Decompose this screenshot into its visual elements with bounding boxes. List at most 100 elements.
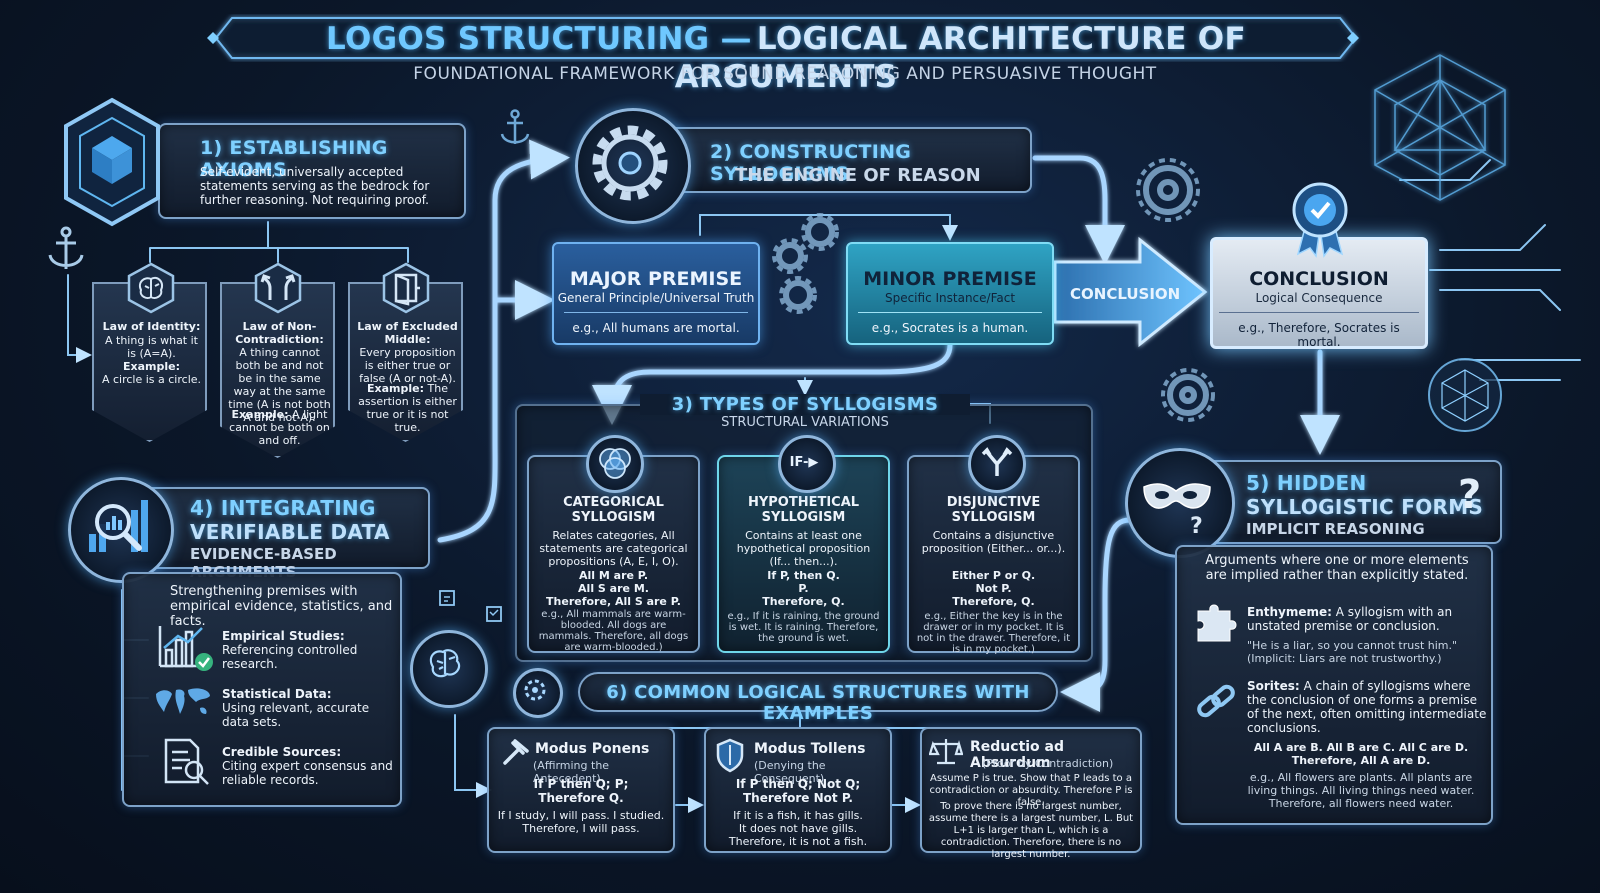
syllogisms-panel: 2) CONSTRUCTING SYLLOGISMS THE ENGINE OF… — [640, 127, 1032, 193]
data-title-1: 4) INTEGRATING — [190, 496, 376, 520]
law-identity-example-label: Example: — [123, 360, 180, 373]
hypothetical-desc: Contains at least one hypothetical propo… — [736, 529, 871, 568]
types-subtitle: STRUCTURAL VARIATIONS — [721, 415, 889, 430]
checklist-icon — [486, 606, 502, 622]
minor-premise-example: e.g., Socrates is a human. — [858, 312, 1042, 335]
brain-icon — [127, 262, 175, 314]
major-premise-title: MAJOR PREMISE — [569, 268, 743, 290]
axioms-title: 1) ESTABLISHING AXIOMS — [200, 137, 388, 181]
question-mark-icon: ? — [1458, 472, 1482, 518]
modus-tollens-sub: (Denying the Consequent) — [754, 759, 826, 785]
categorical-form: All M are P. All S are M. Therefore, All… — [546, 569, 681, 608]
mask-icon: ? — [1143, 483, 1211, 539]
magnifier-chart-icon — [89, 500, 148, 552]
sources-text: Citing expert consensus and reliable rec… — [222, 759, 393, 787]
reductio-sub: (Proof by Contradiction) — [982, 757, 1114, 770]
svg-text:?: ? — [1190, 514, 1203, 539]
hidden-subtitle: IMPLICIT REASONING — [1246, 520, 1425, 538]
empirical-title: Empirical Studies: — [222, 629, 345, 643]
data-item-empirical: Empirical Studies:Referencing controlled… — [222, 629, 398, 671]
minor-premise-desc: Specific Instance/Fact — [884, 291, 1016, 305]
law-excluded-middle-text: Every proposition is either true or fals… — [359, 346, 456, 385]
modus-tollens-card: Modus Tollens (Denying the Consequent) I… — [704, 727, 892, 853]
conclusion-arrow-label: CONCLUSION — [1070, 285, 1181, 303]
modus-tollens-form: If P then Q; Not Q; Therefore Not P. — [735, 777, 861, 805]
enthymeme-title: Enthymeme: — [1247, 605, 1332, 619]
venn-badge — [586, 435, 644, 493]
header-title: LOGOS STRUCTURING — LOGICAL ARCHITECTURE… — [232, 20, 1340, 95]
axioms-desc: Self-evident, universally accepted state… — [200, 165, 430, 207]
hypothetical-title: HYPOTHETICAL SYLLOGISM — [747, 495, 860, 525]
conclusion-title: CONCLUSION — [1249, 268, 1389, 290]
modus-tollens-title: Modus Tollens — [754, 741, 866, 757]
reductio-form: Assume P is true. Show that P leads to a… — [929, 773, 1133, 808]
law-excluded-middle-example-label: Example: — [367, 382, 425, 395]
small-anchor-icon — [500, 109, 530, 144]
modus-ponens-sub: (Affirming the Antecedent) — [533, 759, 610, 785]
categorical-title: CATEGORICAL SYLLOGISM — [563, 495, 664, 525]
world-map-icon — [156, 688, 210, 714]
hidden-panel-header: 5) HIDDEN SYLLOGISTIC FORMS IMPLICIT REA… — [1200, 460, 1502, 544]
types-title: 3) TYPES OF SYLLOGISMS — [640, 394, 970, 415]
disjunctive-desc: Contains a disjunctive proposition (Eith… — [921, 529, 1066, 555]
law-excluded-middle-example: The assertion is either true or it is no… — [358, 382, 457, 434]
split-badge — [968, 435, 1026, 493]
modus-tollens-example: If it is a fish, it has gills. It does n… — [728, 809, 868, 848]
scales-icon — [929, 739, 963, 765]
sources-title: Credible Sources: — [222, 745, 342, 759]
shield-icon — [716, 738, 744, 773]
law-non-contradiction-text: A thing cannot both be and not be in the… — [228, 346, 331, 424]
conclusion-desc: Logical Consequence — [1255, 291, 1383, 305]
sorites-form: All A are B. All B are C. All C are D. T… — [1253, 741, 1469, 767]
if-then-badge: IF-▶ — [778, 435, 836, 493]
conclusion-card: CONCLUSION Logical Consequence e.g., The… — [1210, 237, 1428, 349]
data-item-statistical: Statistical Data:Using relevant, accurat… — [222, 687, 398, 729]
clipboard-icon — [439, 590, 455, 606]
modus-ponens-title: Modus Ponens — [535, 741, 650, 757]
sorites-text: A chain of syllogisms where the conclusi… — [1247, 679, 1487, 735]
title-right: LOGICAL ARCHITECTURE OF ARGUMENTS — [674, 21, 1246, 95]
enthymeme-quote: "He is a liar, so you cannot trust him." — [1247, 639, 1458, 652]
data-panel-body: Strengthening premises with empirical ev… — [122, 572, 402, 807]
major-premise-card: MAJOR PREMISE General Principle/Universa… — [552, 242, 760, 345]
data-item-sources: Credible Sources:Citing expert consensus… — [222, 745, 398, 787]
law-excluded-middle-example-wrap: Example: The assertion is either true or… — [356, 382, 459, 434]
hidden-desc: Arguments where one or more elements are… — [1205, 553, 1469, 583]
sorites-example: e.g., All flowers are plants. All plants… — [1247, 771, 1475, 810]
data-title-2: VERIFIABLE DATA — [190, 520, 390, 544]
puzzle-piece-icon — [1197, 604, 1237, 642]
syllogisms-subtitle: THE ENGINE OF REASON — [735, 165, 981, 186]
data-badge — [68, 477, 174, 583]
disjunctive-title: DISJUNCTIVE SYLLOGISM — [946, 495, 1041, 525]
document-magnifier-icon — [164, 738, 209, 785]
brain-network-badge — [410, 630, 488, 708]
law-non-contradiction-title: Law of Non-Contradiction: — [235, 320, 324, 346]
award-ribbon-icon — [1292, 182, 1348, 258]
statistical-title: Statistical Data: — [222, 687, 332, 701]
reductio-card: Reductio ad Absurdum (Proof by Contradic… — [920, 727, 1142, 860]
reductio-example: To prove there is no largest number, ass… — [928, 801, 1134, 860]
major-premise-desc: General Principle/Universal Truth — [557, 291, 755, 305]
hypothetical-form: If P, then Q. P. Therefore, Q. — [762, 569, 845, 608]
law-identity-title: Law of Identity: — [102, 320, 201, 333]
venn-diagram-icon — [599, 448, 631, 479]
structures-title: 6) COMMON LOGICAL STRUCTURES WITH EXAMPL… — [606, 682, 1030, 724]
door-icon — [382, 262, 430, 314]
hypothetical-example: e.g., If it is raining, the ground is we… — [727, 611, 880, 644]
categorical-example: e.g., All mammals are warm-blooded. All … — [538, 609, 689, 653]
modus-ponens-example: If I study, I will pass. I studied. Ther… — [497, 809, 665, 835]
law-identity-text: A thing is what it is (A=A). — [105, 334, 198, 360]
enthymeme-text: A syllogism with an unstated premise or … — [1247, 605, 1453, 633]
minor-premise-title: MINOR PREMISE — [863, 268, 1037, 290]
axioms-panel: 1) ESTABLISHING AXIOMS Self-evident, uni… — [158, 123, 466, 219]
statistical-text: Using relevant, accurate data sets. — [222, 701, 370, 729]
law-non-contradiction-example: A light cannot be both on and off. — [229, 408, 330, 447]
syllogisms-title: 2) CONSTRUCTING SYLLOGISMS — [710, 141, 912, 185]
disjunctive-example: e.g., Either the key is in the drawer or… — [916, 611, 1071, 655]
law-identity-example: A circle is a circle. — [101, 373, 202, 386]
hidden-panel-body: Arguments where one or more elements are… — [1175, 545, 1493, 825]
reductio-title: Reductio ad Absurdum — [970, 739, 1065, 771]
circuit-gear-badge — [513, 668, 563, 718]
empirical-text: Referencing controlled research. — [222, 643, 358, 671]
law-non-contradiction-example-label: Example: — [231, 408, 289, 421]
